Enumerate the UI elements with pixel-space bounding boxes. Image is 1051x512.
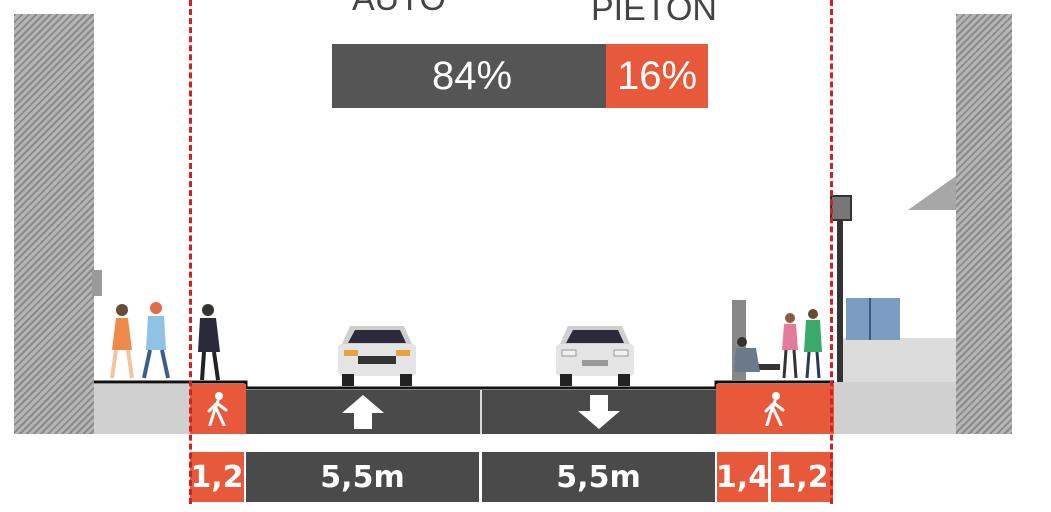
dim-right-sidewalk-a-value: 1,4 (715, 459, 770, 495)
left-building-ledge (92, 270, 102, 296)
left-building (14, 14, 94, 434)
car-left (338, 326, 416, 386)
arrow-up-icon (342, 395, 384, 429)
car-right (556, 326, 634, 386)
lane-divider (480, 390, 482, 434)
arrow-down-icon (578, 395, 620, 429)
shop-window (846, 298, 900, 340)
street-lamp-head (830, 195, 852, 221)
street-lamp-pole (837, 220, 843, 382)
dim-left-sidewalk-value: 1,2 (190, 459, 244, 495)
shop-front (842, 338, 956, 382)
left-sidewalk-orange (190, 384, 246, 434)
pedestrian-group-left (110, 302, 220, 381)
boundary-line-left (189, 0, 192, 504)
road-lane-right (482, 390, 716, 434)
dim-lane-right-value: 5,5m (556, 459, 641, 495)
right-building (956, 14, 1012, 434)
shop-awning (908, 176, 956, 210)
pedestrian-group-right (734, 309, 822, 379)
dim-left-sidewalk: 1,2 (190, 452, 244, 502)
right-sidewalk-grey (834, 382, 956, 434)
pieton-label: PIETON (591, 0, 717, 28)
boundary-line-right (830, 0, 833, 504)
auto-share-value: 84% (431, 53, 513, 98)
pedestrian-icon (764, 392, 785, 426)
pedestrian-icon (207, 392, 228, 426)
dim-right-sidewalk-b-value: 1,2 (775, 459, 829, 495)
auto-label: AUTO (352, 0, 446, 16)
dim-right-sidewalk-a: 1,4 (715, 452, 770, 502)
pieton-share-value: 16% (616, 53, 698, 98)
dim-lane-right: 5,5m (482, 452, 715, 502)
dim-lane-left: 5,5m (246, 452, 479, 502)
auto-share-bar: 84% (332, 44, 612, 108)
road-lane-left (246, 390, 480, 434)
right-sidewalk-orange (716, 384, 834, 434)
dim-lane-left-value: 5,5m (320, 459, 405, 495)
pieton-share-bar: 16% (606, 44, 708, 108)
dim-right-sidewalk-b: 1,2 (771, 452, 833, 502)
left-sidewalk-grey (94, 384, 190, 434)
